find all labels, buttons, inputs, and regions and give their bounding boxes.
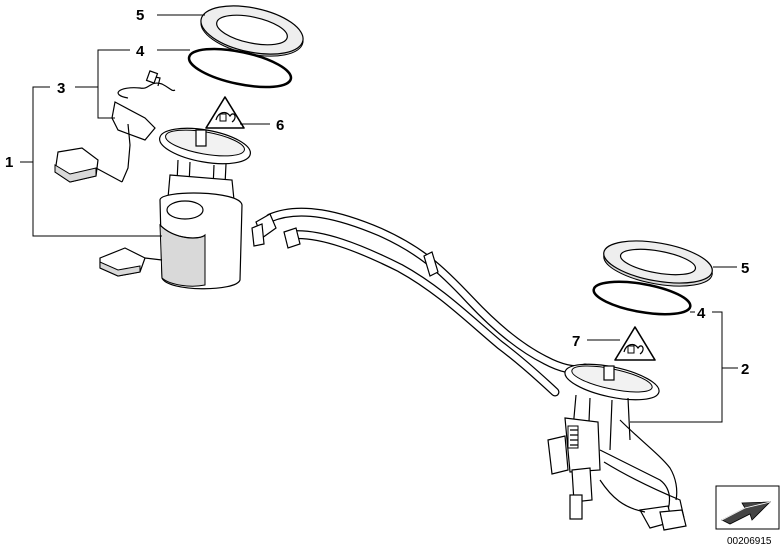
callout-3: 3 [57, 80, 65, 97]
callout-6: 6 [276, 117, 284, 134]
callout-4-right: 4 [697, 305, 706, 322]
fuel-pump-module-left [99, 127, 251, 290]
seal-ring-top [200, 5, 304, 57]
callout-4-top: 4 [136, 43, 145, 60]
callout-2: 2 [741, 361, 749, 378]
callout-7: 7 [572, 333, 580, 350]
warning-triangle-icon [205, 96, 245, 129]
document-number: 00206915 [727, 536, 772, 547]
fuel-line-hoses [251, 207, 590, 397]
orientation-arrow-icon [715, 485, 780, 530]
callout-5-right: 5 [741, 260, 749, 277]
callout-1: 1 [5, 154, 13, 171]
fuel-pump-module-right [547, 363, 687, 531]
o-ring-top [187, 47, 293, 89]
warning-triangle-icon [614, 326, 656, 361]
level-sensor [54, 70, 176, 183]
callout-5-top: 5 [136, 7, 144, 24]
seal-ring-right [603, 240, 713, 287]
leader-lines [20, 14, 738, 423]
o-ring-right [592, 280, 692, 316]
